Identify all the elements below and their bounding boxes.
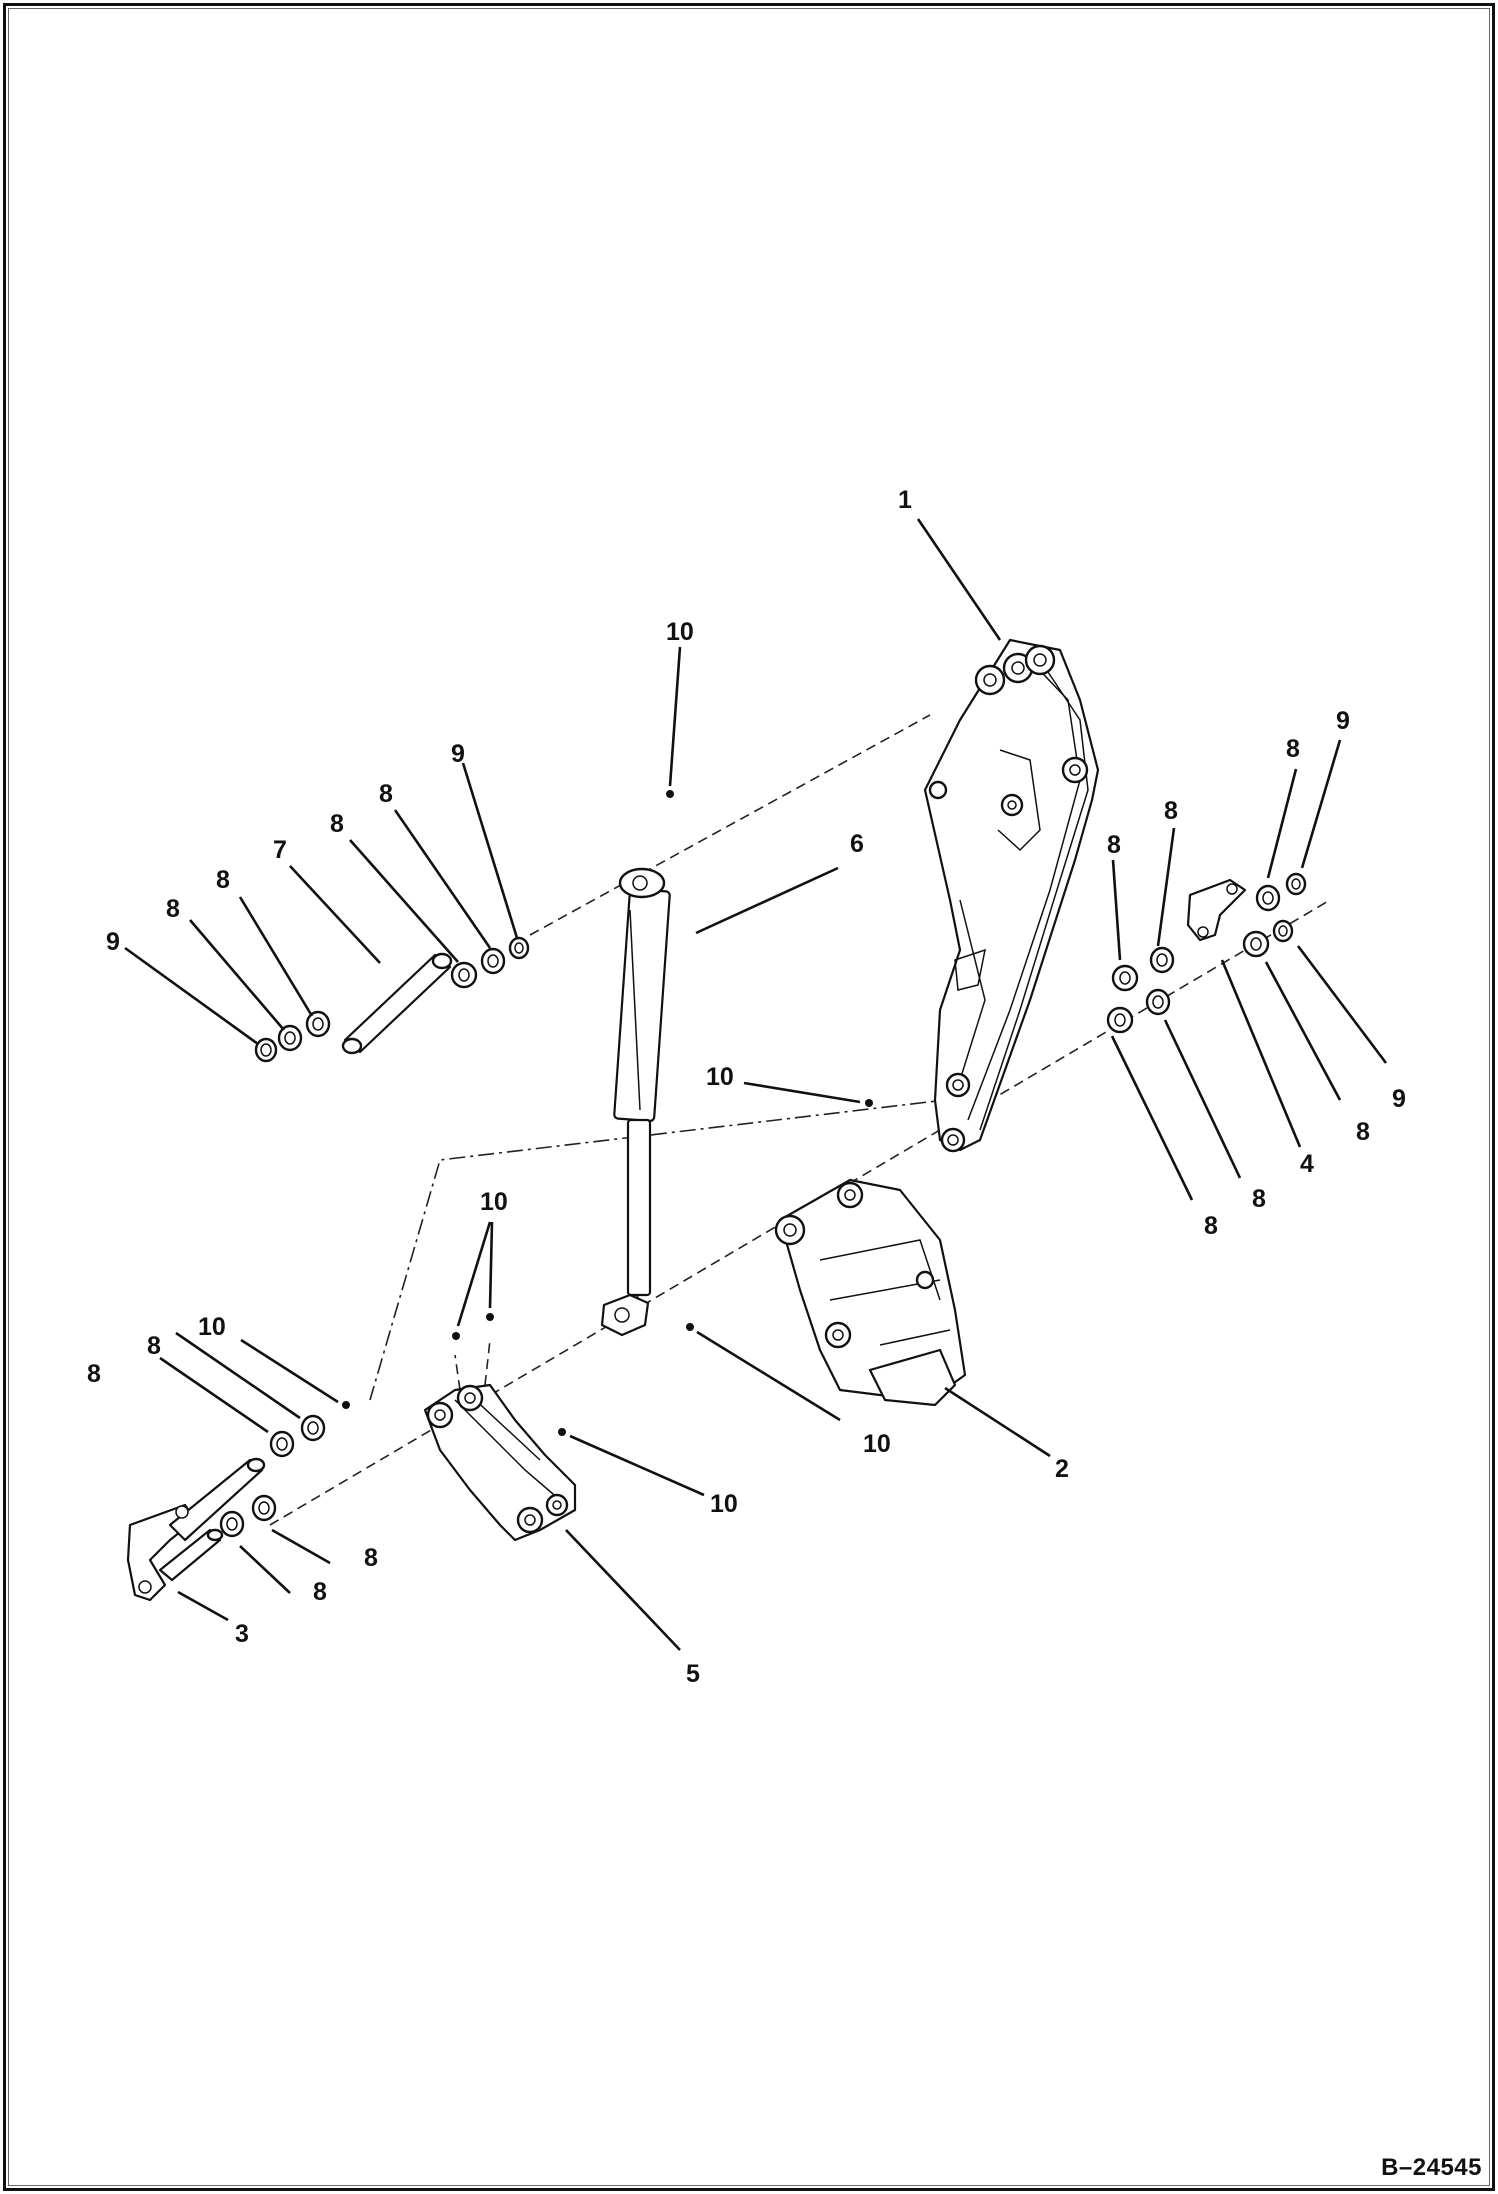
link-part-5	[423, 1383, 577, 1542]
callout-8: 8	[313, 1578, 327, 1606]
callout-8: 8	[1356, 1118, 1370, 1146]
figure-id: B–24545	[1381, 2154, 1482, 2181]
callout-7: 7	[273, 836, 287, 864]
plate-part-4	[1186, 878, 1247, 942]
washers	[219, 872, 1307, 1538]
callout-8: 8	[379, 780, 393, 808]
callout-6: 6	[850, 830, 864, 858]
callout-10: 10	[480, 1188, 508, 1216]
callout-8: 8	[166, 895, 180, 923]
grease-fittings	[342, 790, 873, 1436]
callout-3: 3	[235, 1620, 249, 1648]
callout-10: 10	[198, 1313, 226, 1341]
assembly-lines	[269, 714, 1331, 1526]
callout-8: 8	[216, 866, 230, 894]
callout-9: 9	[1336, 707, 1350, 735]
callout-1: 1	[898, 486, 912, 514]
callout-8: 8	[147, 1332, 161, 1360]
callout-10: 10	[706, 1063, 734, 1091]
callout-8: 8	[1164, 797, 1178, 825]
callout-5: 5	[686, 1660, 700, 1688]
callout-8: 8	[1286, 735, 1300, 763]
callouts: 1 2 3 4 5 6 7 8 8 8 8 8 8 8 8 8 8 8 8 8 …	[87, 486, 1406, 1688]
bracket-part-2	[774, 1178, 967, 1407]
callout-9: 9	[451, 740, 465, 768]
callout-4: 4	[1300, 1150, 1314, 1178]
callout-8: 8	[1252, 1185, 1266, 1213]
callout-10: 10	[710, 1490, 738, 1518]
pin-part-7	[341, 952, 453, 1055]
pin-plate-part-3	[126, 1457, 266, 1602]
callout-8: 8	[87, 1360, 101, 1388]
callout-8: 8	[1107, 831, 1121, 859]
callout-10: 10	[863, 1430, 891, 1458]
callout-2: 2	[1055, 1455, 1069, 1483]
callout-9: 9	[1392, 1085, 1406, 1113]
drawing-border	[3, 3, 1495, 2191]
cylinder-part-6	[600, 867, 671, 1337]
callout-9: 9	[106, 928, 120, 956]
callout-8: 8	[1204, 1212, 1218, 1240]
leader-lines	[124, 518, 1388, 1651]
arm-part-1	[923, 638, 1100, 1153]
callout-8: 8	[364, 1544, 378, 1572]
callout-8: 8	[330, 810, 344, 838]
callout-10: 10	[666, 618, 694, 646]
